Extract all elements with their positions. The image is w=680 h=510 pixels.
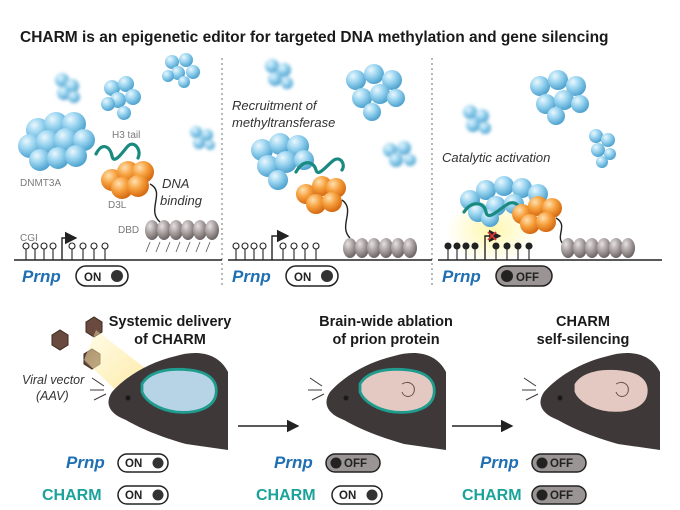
dbd-label: DBD: [118, 225, 139, 236]
toggle-switch-icon: OFF: [325, 453, 381, 473]
cgi-label: CGI: [20, 233, 38, 244]
linker-line: [149, 183, 161, 223]
h3-tail-icon: [462, 201, 522, 218]
blob-protein-icon: [383, 141, 416, 167]
toggle-state-label: ON: [125, 490, 142, 502]
h3-tail-icon: [294, 157, 345, 174]
toggle-switch-icon: ON: [75, 265, 129, 287]
stage-title: Brain-wide ablation: [319, 314, 453, 330]
blob-protein-icon: [162, 53, 200, 88]
h3-tail-icon: [94, 142, 141, 161]
toggle-switch-icon: OFF: [495, 265, 553, 287]
toggle-switch-icon: ON: [331, 485, 383, 505]
cpg-lollipop-icon: [444, 242, 533, 260]
brain-icon: [358, 367, 436, 414]
dna-binding-label: DNA: [162, 176, 189, 191]
blob-protein-icon: [463, 105, 491, 134]
stage-title: Systemic delivery: [109, 314, 232, 330]
dbd-protein-icon: [343, 238, 417, 258]
toggle-state-label: OFF: [550, 458, 573, 470]
prnp-gene-label: Prnp: [480, 453, 519, 472]
toggle-switch-icon: OFF: [531, 453, 587, 473]
blob-protein-icon: [55, 73, 80, 103]
panel-3: Catalytic activation: [438, 70, 662, 287]
dbd-protein-icon: [145, 220, 219, 240]
cpg-lollipop-icon: [232, 242, 320, 260]
blob-protein-icon: [265, 59, 293, 89]
toggle-state-label: ON: [339, 490, 356, 502]
charm-label: CHARM: [42, 487, 102, 504]
brain-icon: [573, 368, 649, 413]
dbd-protein-icon: [561, 238, 635, 258]
linker-line: [341, 199, 351, 239]
toggle-state-label: OFF: [550, 490, 573, 502]
charm-label: CHARM: [256, 487, 316, 504]
dnmt3a-cluster-icon: [251, 133, 314, 190]
toggle-switch-icon: ON: [117, 453, 169, 473]
dna-binding-arrows: [145, 241, 211, 253]
stage-title: of prion protein: [332, 332, 439, 348]
charm-label: CHARM: [462, 487, 522, 504]
blob-protein-icon: [190, 126, 215, 150]
prnp-gene-label: Prnp: [442, 267, 481, 286]
toggle-state-label: ON: [84, 272, 101, 284]
dnmt3a-label: DNMT3A: [20, 178, 61, 189]
toggle-state-label: OFF: [516, 272, 539, 284]
cpg-lollipop-icon: [22, 242, 109, 260]
recruitment-caption: methyltransferase: [232, 115, 335, 130]
d3l-protein-icon: [512, 196, 562, 234]
toggle-switch-icon: ON: [117, 485, 169, 505]
panel-2: Recruitment of methyltransferase: [228, 59, 432, 287]
catalytic-caption: Catalytic activation: [442, 150, 550, 165]
prnp-gene-label: Prnp: [274, 453, 313, 472]
blocked-x-icon: [487, 231, 497, 241]
toggle-state-label: ON: [125, 458, 142, 470]
stage-title: self-silencing: [537, 332, 630, 348]
toggle-state-label: ON: [294, 272, 311, 284]
toggle-switch-icon: OFF: [531, 485, 587, 505]
bottom-row: Viral vector (AAV): [22, 314, 660, 505]
d3l-label: D3L: [108, 200, 127, 211]
blob-protein-icon: [530, 70, 589, 125]
blob-protein-icon: [346, 64, 405, 121]
toggle-state-label: OFF: [344, 458, 367, 470]
h3-tail-label: H3 tail: [112, 130, 140, 141]
promoter-arrow-icon: [271, 229, 290, 260]
d3l-protein-icon: [296, 176, 346, 214]
promoter-arrow-icon: [61, 231, 78, 260]
promoter-arrow-icon: [484, 229, 502, 260]
viral-vector-label: (AAV): [36, 389, 69, 403]
panel-1: DNMT3A H3 tail D3L DNA binding DBD CGI: [14, 53, 222, 287]
d3l-protein-icon: [101, 161, 154, 199]
brain-icon: [140, 367, 218, 414]
blob-protein-icon: [101, 76, 141, 120]
blob-protein-icon: [589, 129, 616, 168]
prnp-gene-label: Prnp: [66, 453, 105, 472]
viral-vector-label: Viral vector: [22, 373, 85, 387]
recruitment-caption: Recruitment of: [232, 98, 318, 113]
prnp-gene-label: Prnp: [22, 267, 61, 286]
dnmt3a-cluster-icon: [18, 112, 95, 171]
toggle-switch-icon: ON: [285, 265, 339, 287]
dna-binding-label: binding: [160, 193, 203, 208]
figure-title: CHARM is an epigenetic editor for target…: [20, 29, 609, 46]
stage-title: of CHARM: [134, 332, 206, 348]
prnp-gene-label: Prnp: [232, 267, 271, 286]
stage-title: CHARM: [556, 314, 610, 330]
